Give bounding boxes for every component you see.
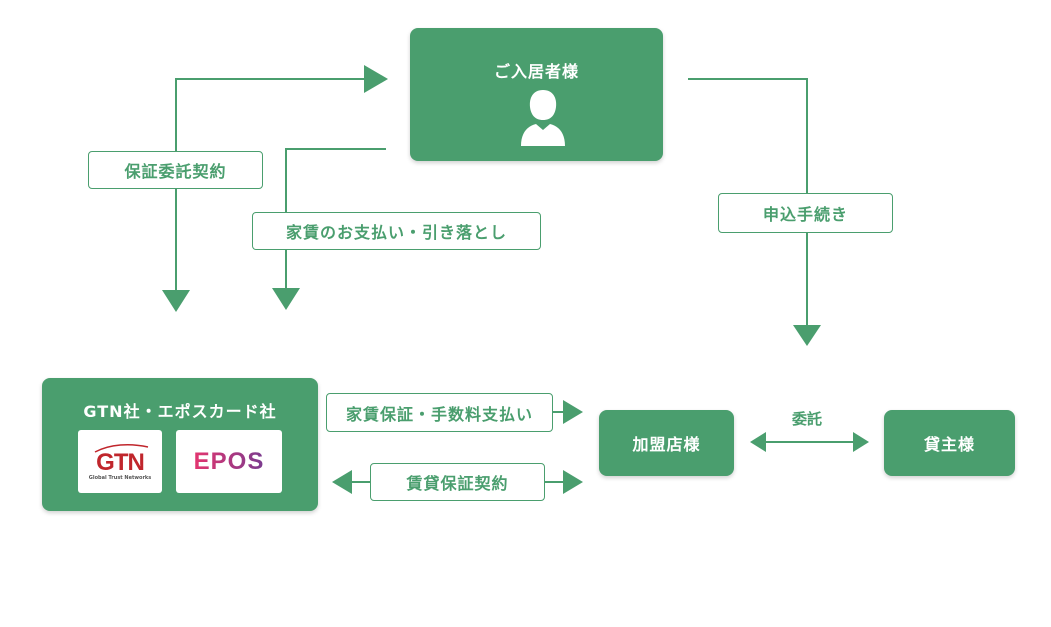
guarantee-contract-tag: 保証委託契約 bbox=[88, 151, 263, 189]
arrowhead-to-member-store bbox=[793, 325, 821, 346]
arrowhead-left-down-1 bbox=[162, 290, 190, 312]
arrowhead-right-commission bbox=[853, 432, 869, 452]
gtn-logo-text: GTN bbox=[96, 448, 145, 476]
arrowhead-left-down-2 bbox=[272, 288, 300, 310]
gtn-logo-subtext: Global Trust Networks bbox=[88, 474, 152, 481]
arrowhead-right-lease bbox=[563, 470, 583, 494]
arrowhead-left-lease bbox=[332, 470, 352, 494]
lease-guarantee-contract-tag: 賃貸保証契約 bbox=[370, 463, 545, 501]
member-store-label: 加盟店様 bbox=[632, 435, 701, 454]
gtn-epos-label: GTN社・エポスカード社 bbox=[83, 402, 277, 421]
person-icon bbox=[521, 90, 565, 146]
gtn-swoosh-icon bbox=[94, 443, 149, 453]
gtn-logo: GTN Global Trust Networks bbox=[78, 430, 162, 493]
gtn-epos-node: GTN社・エポスカード社 GTN Global Trust Networks E… bbox=[42, 378, 318, 511]
landlord-node: 貸主様 bbox=[884, 410, 1015, 476]
member-store-node: 加盟店様 bbox=[599, 410, 734, 476]
arrowhead-right-fee bbox=[563, 400, 583, 424]
tenant-node: ご入居者様 bbox=[410, 28, 663, 161]
arrowhead-to-tenant bbox=[364, 65, 388, 93]
epos-logo-text: EPOS bbox=[193, 447, 265, 475]
rent-guarantee-fee-tag: 家賃保証・手数料支払い bbox=[326, 393, 553, 432]
tenant-label: ご入居者様 bbox=[493, 62, 579, 81]
commission-label: 委託 bbox=[792, 410, 823, 428]
landlord-label: 貸主様 bbox=[923, 435, 975, 454]
rent-payment-tag: 家賃のお支払い・引き落とし bbox=[252, 212, 541, 250]
application-tag: 申込手続き bbox=[718, 193, 893, 233]
arrowhead-left-commission bbox=[750, 432, 766, 452]
epos-logo: EPOS bbox=[176, 430, 282, 493]
